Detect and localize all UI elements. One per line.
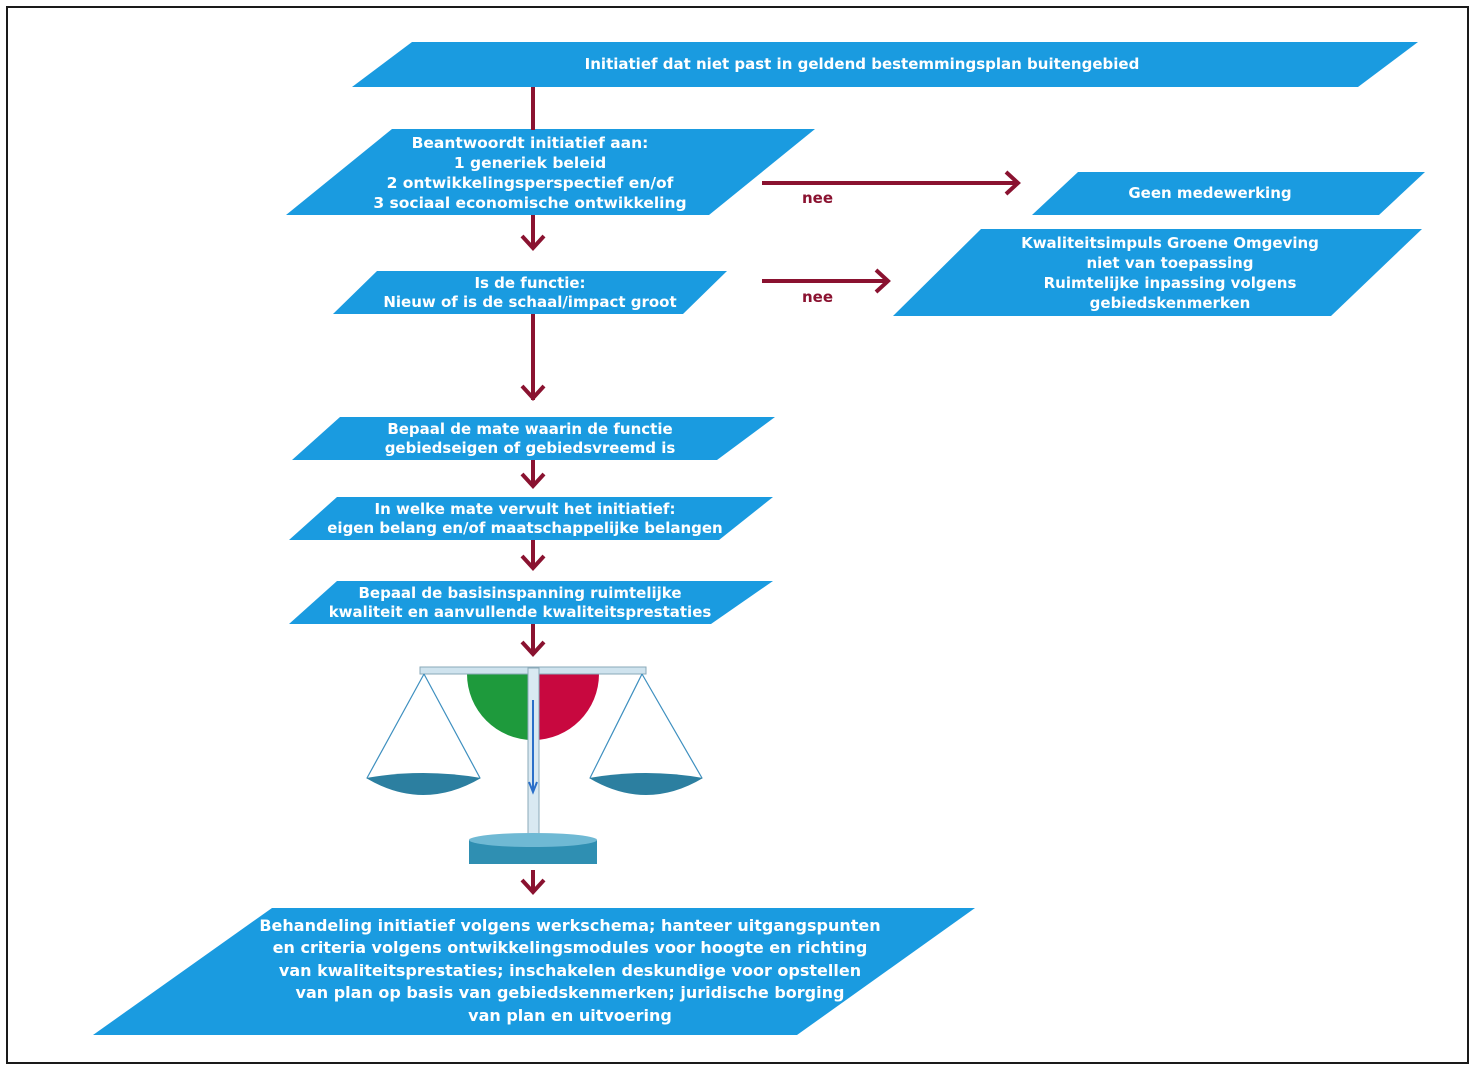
interest-line-1: In welke mate vervult het initiatief: [374, 500, 676, 518]
treatment-line-3: van kwaliteitsprestaties; inschakelen de… [278, 960, 862, 980]
answers-line-2: 1 generiek beleid [453, 154, 607, 172]
diagram-frame [6, 6, 1469, 1064]
no-cooperation-line-1: Geen medewerking [1128, 184, 1292, 202]
initiative-box-text: Initiatief dat niet past in geldend best… [362, 42, 1362, 87]
function-box [333, 271, 727, 314]
treatment-box-text: Behandeling initiatief volgens werkschem… [220, 912, 920, 1030]
basic-effort-line-1: Bepaal de basisinspanning ruimtelijke [358, 584, 682, 602]
nee-label-1: nee [802, 189, 834, 207]
initiative-box [352, 42, 1418, 87]
interest-line-2: eigen belang en/of maatschappelijke bela… [327, 519, 723, 537]
answers-box [286, 129, 815, 215]
treatment-line-1: Behandeling initiatief volgens werkschem… [259, 915, 881, 935]
initiative-line-1: Initiatief dat niet past in geldend best… [584, 55, 1140, 73]
quality-impulse-line-1: Kwaliteitsimpuls Groene Omgeving [1021, 234, 1319, 252]
answers-line-3: 2 ontwikkelingsperspectief en/of [386, 174, 674, 192]
basic-effort-box [289, 581, 773, 624]
no-cooperation-box-text: Geen medewerking [1060, 172, 1360, 215]
nee-label-2: nee [802, 288, 834, 306]
treatment-line-5: van plan en uitvoering [468, 1005, 672, 1025]
balance-scale-icon [366, 666, 703, 864]
flow-lines [520, 87, 1021, 895]
answers-line-4: 3 sociaal economische ontwikkeling [373, 194, 687, 212]
quality-impulse-line-4: gebiedskenmerken [1089, 294, 1251, 312]
quality-impulse-box [893, 229, 1422, 316]
treatment-box [93, 908, 975, 1035]
function-line-1: Is de functie: [474, 274, 586, 292]
no-cooperation-box [1032, 172, 1425, 215]
interest-box [289, 497, 773, 540]
basic-effort-box-text: Bepaal de basisinspanning ruimtelijke kw… [310, 583, 730, 623]
basic-effort-line-2: kwaliteit en aanvullende kwaliteitsprest… [328, 603, 712, 621]
answers-line-1: Beantwoordt initiatief aan: [411, 134, 649, 152]
quality-impulse-line-2: niet van toepassing [1086, 254, 1254, 272]
function-line-2: Nieuw of is de schaal/impact groot [383, 293, 677, 311]
quality-impulse-box-text: Kwaliteitsimpuls Groene Omgeving niet va… [960, 232, 1380, 314]
area-specific-box-text: Bepaal de mate waarin de functie gebieds… [320, 419, 740, 459]
function-box-text: Is de functie: Nieuw of is de schaal/imp… [355, 273, 705, 313]
area-specific-line-2: gebiedseigen of gebiedsvreemd is [384, 439, 676, 457]
interest-box-text: In welke mate vervult het initiatief: ei… [310, 499, 740, 539]
area-specific-line-1: Bepaal de mate waarin de functie [387, 420, 673, 438]
treatment-line-4: van plan op basis van gebiedskenmerken; … [295, 983, 845, 1003]
area-specific-box [292, 417, 775, 460]
treatment-line-2: en criteria volgens ontwikkelingsmodules… [272, 938, 868, 958]
answers-box-text: Beantwoordt initiatief aan: 1 generiek b… [330, 133, 730, 213]
quality-impulse-line-3: Ruimtelijke inpassing volgens [1043, 274, 1297, 292]
